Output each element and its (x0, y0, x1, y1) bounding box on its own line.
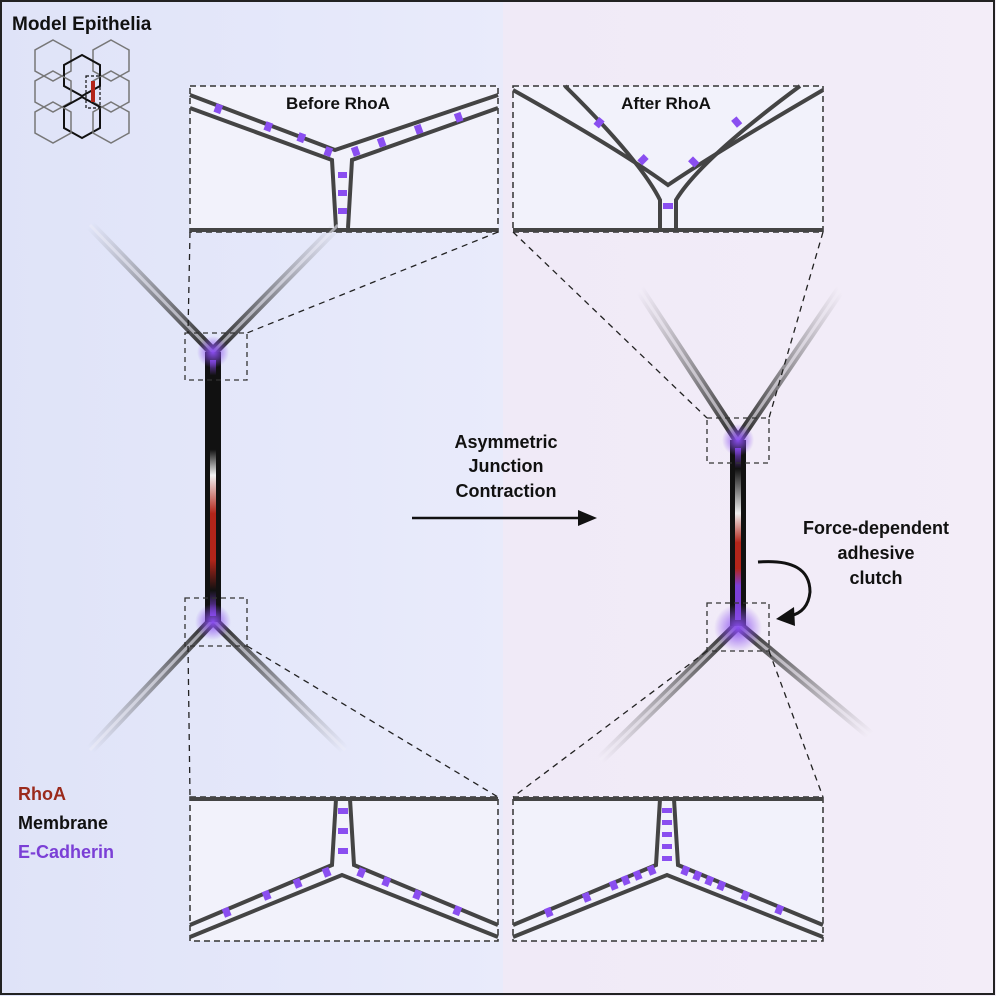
arrow-label-line-3: Contraction (456, 481, 557, 501)
clutch-label-line-2: adhesive (837, 543, 914, 563)
legend-membrane: Membrane (18, 813, 108, 833)
before-rhoa-label: Before RhoA (286, 94, 390, 113)
clutch-label-line-1: Force-dependent (803, 518, 949, 538)
arrow-label-line-1: Asymmetric (454, 432, 557, 452)
figure-title: Model Epithelia (12, 14, 152, 35)
clutch-label-line-3: clutch (849, 568, 902, 588)
panel-before-rhoa-top: Before RhoA (190, 86, 498, 232)
panel-after-rhoa-bottom (513, 797, 823, 941)
panel-after-rhoa-top: After RhoA (513, 86, 823, 232)
panel-before-rhoa-bottom (190, 797, 498, 941)
arrow-label-line-2: Junction (469, 456, 544, 476)
after-rhoa-label: After RhoA (621, 94, 711, 113)
legend-ecadherin: E-Cadherin (18, 842, 114, 862)
legend-rhoa: RhoA (18, 784, 66, 804)
